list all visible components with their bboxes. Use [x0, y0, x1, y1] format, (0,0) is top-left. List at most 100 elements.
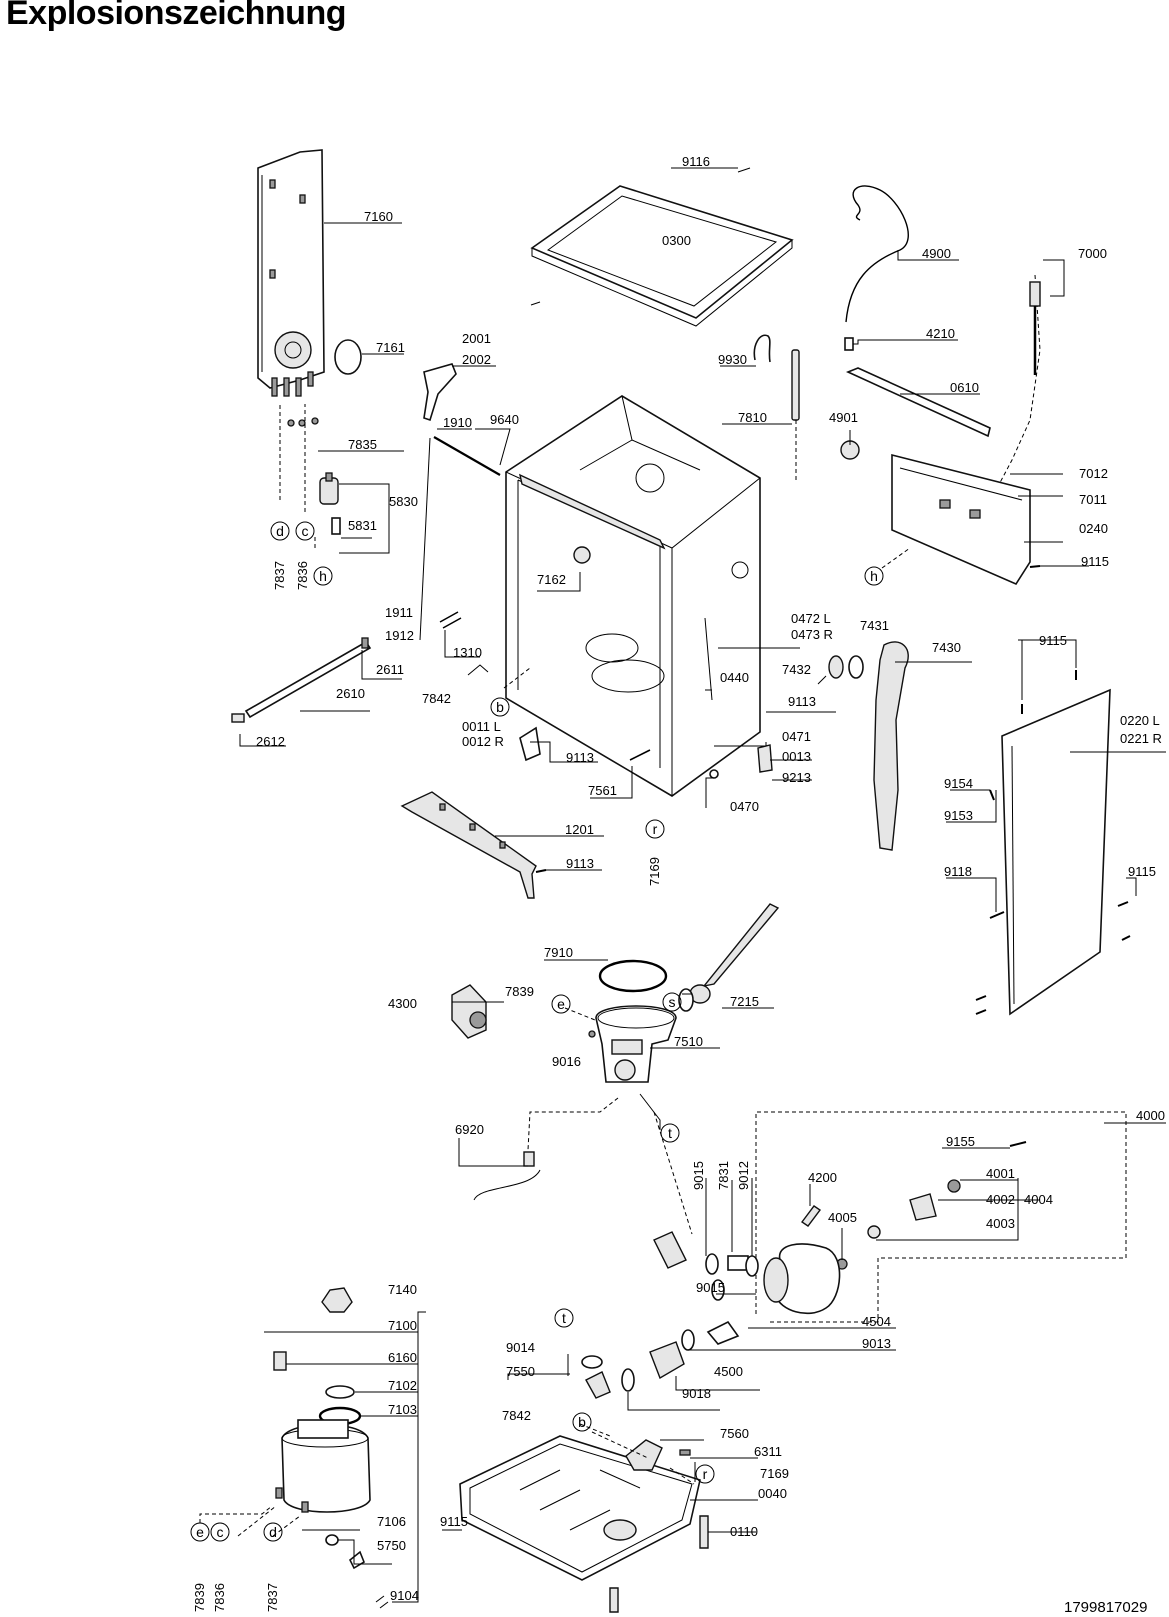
label-0300: 0300 — [662, 233, 691, 248]
label-9116: 9116 — [682, 154, 710, 169]
label-9104: 9104 — [390, 1588, 419, 1603]
page-title: Explosionszeichnung — [6, 0, 346, 32]
part-4001-4005-pump — [763, 1179, 961, 1315]
part-7810-hose — [791, 349, 800, 482]
bubble-c-lower: c — [210, 1522, 230, 1542]
label-9115-b: 9115 — [1039, 633, 1067, 648]
label-7510: 7510 — [674, 1034, 703, 1049]
part-1310 — [439, 611, 462, 629]
label-0610: 0610 — [950, 380, 979, 395]
label-6920: 6920 — [455, 1122, 484, 1137]
label-9013: 9013 — [862, 1336, 891, 1351]
label-0013: 0013 — [782, 749, 811, 764]
part-7161-seal-ring — [334, 339, 362, 375]
label-0470: 0470 — [730, 799, 759, 814]
label-9018: 9018 — [682, 1386, 711, 1401]
part-0300-top-frame — [530, 185, 794, 327]
bubble-d-upper: d — [270, 521, 290, 541]
part-0440-wire — [704, 617, 713, 701]
label-4005: 4005 — [828, 1210, 857, 1225]
part-9116-screw — [737, 167, 751, 173]
part-7835-connectors — [287, 417, 319, 427]
label-9213: 9213 — [782, 770, 811, 785]
label-4002: 4002 — [986, 1192, 1015, 1207]
bubble-b-lower: b — [572, 1412, 592, 1432]
label-9118: 9118 — [944, 864, 972, 879]
part-4900-cable — [845, 185, 909, 323]
label-9640: 9640 — [490, 412, 519, 427]
part-7910-gasket — [598, 959, 668, 993]
part-9113-screw — [535, 869, 547, 873]
part-0220-side-panel — [1001, 688, 1111, 1016]
label-9115-a: 9115 — [1081, 554, 1109, 569]
label-9012: 9012 — [736, 1161, 751, 1190]
svg-text:d: d — [269, 1524, 277, 1540]
group-4000-boundary — [755, 1111, 1127, 1323]
part-9930-clip — [753, 334, 771, 363]
label-0472: 0472 L — [791, 611, 831, 626]
svg-text:d: d — [276, 523, 284, 539]
label-4001: 4001 — [986, 1166, 1015, 1181]
bubble-s: s — [662, 992, 682, 1012]
svg-text:s: s — [669, 994, 676, 1010]
label-0012: 0012 R — [462, 734, 504, 749]
part-9115-screw-a — [1029, 565, 1041, 568]
part-6311-pin — [679, 1449, 691, 1456]
label-9115-c: 9115 — [1128, 864, 1156, 879]
label-9113-b: 9113 — [566, 750, 594, 765]
part-7215-hose — [678, 903, 780, 1012]
svg-text:e: e — [196, 1524, 204, 1540]
part-2610-rail — [231, 637, 372, 723]
label-0221: 0221 R — [1120, 731, 1162, 746]
part-9016-screw — [588, 1030, 596, 1038]
label-2612: 2612 — [256, 734, 285, 749]
label-7169-lower: 7169 — [760, 1466, 789, 1481]
label-9015-lower: 9015 — [696, 1280, 725, 1295]
label-1911: 1911 — [385, 605, 413, 620]
label-5750: 5750 — [377, 1538, 406, 1553]
part-4300-heater — [451, 984, 487, 1039]
label-7106: 7106 — [377, 1514, 406, 1529]
part-9155-screw — [1009, 1141, 1027, 1147]
part-labels: 9116 0300 7160 4900 7000 7161 2001 2002 … — [192, 154, 1165, 1612]
label-7842-upper: 7842 — [422, 691, 451, 706]
part-6160-ring — [273, 1351, 287, 1371]
label-9015-upper: 9015 — [691, 1161, 706, 1190]
part-7106-valve — [325, 1534, 339, 1546]
bubble-b-upper: b — [490, 697, 510, 717]
svg-text:h: h — [870, 568, 878, 584]
part-4210-clip — [844, 337, 854, 351]
bubble-t-middle: t — [660, 1123, 680, 1143]
label-7839-upper: 7839 — [505, 984, 534, 999]
label-7431: 7431 — [860, 618, 889, 633]
part-9116b-screw — [530, 301, 541, 306]
label-0220: 0220 L — [1120, 713, 1160, 728]
label-9113-c: 9113 — [566, 856, 594, 871]
part-0110-foot — [699, 1515, 709, 1549]
label-6160: 6160 — [388, 1350, 417, 1365]
part-0610-profile — [845, 367, 991, 438]
label-7012: 7012 — [1079, 466, 1108, 481]
label-0473: 0473 R — [791, 627, 833, 642]
label-7831: 7831 — [716, 1161, 731, 1190]
label-7432: 7432 — [782, 662, 811, 677]
part-6920-hose — [473, 1097, 619, 1201]
label-7103: 7103 — [388, 1402, 417, 1417]
part-5830-valve — [319, 472, 341, 535]
part-0240-profile — [891, 453, 1031, 586]
bubble-r-lower: r — [695, 1464, 715, 1484]
label-2002: 2002 — [462, 352, 491, 367]
svg-text:t: t — [668, 1125, 672, 1141]
part-7550-elbow — [581, 1355, 611, 1399]
bubble-h-upper: h — [313, 566, 333, 586]
svg-text:b: b — [578, 1414, 586, 1430]
svg-text:h: h — [319, 568, 327, 584]
label-1910: 1910 — [443, 415, 472, 430]
label-2611: 2611 — [376, 662, 404, 677]
label-5830: 5830 — [389, 494, 418, 509]
label-2610: 2610 — [336, 686, 365, 701]
label-4500: 4500 — [714, 1364, 743, 1379]
part-7140-cap — [321, 1287, 353, 1313]
label-7836-upper: 7836 — [295, 561, 310, 590]
